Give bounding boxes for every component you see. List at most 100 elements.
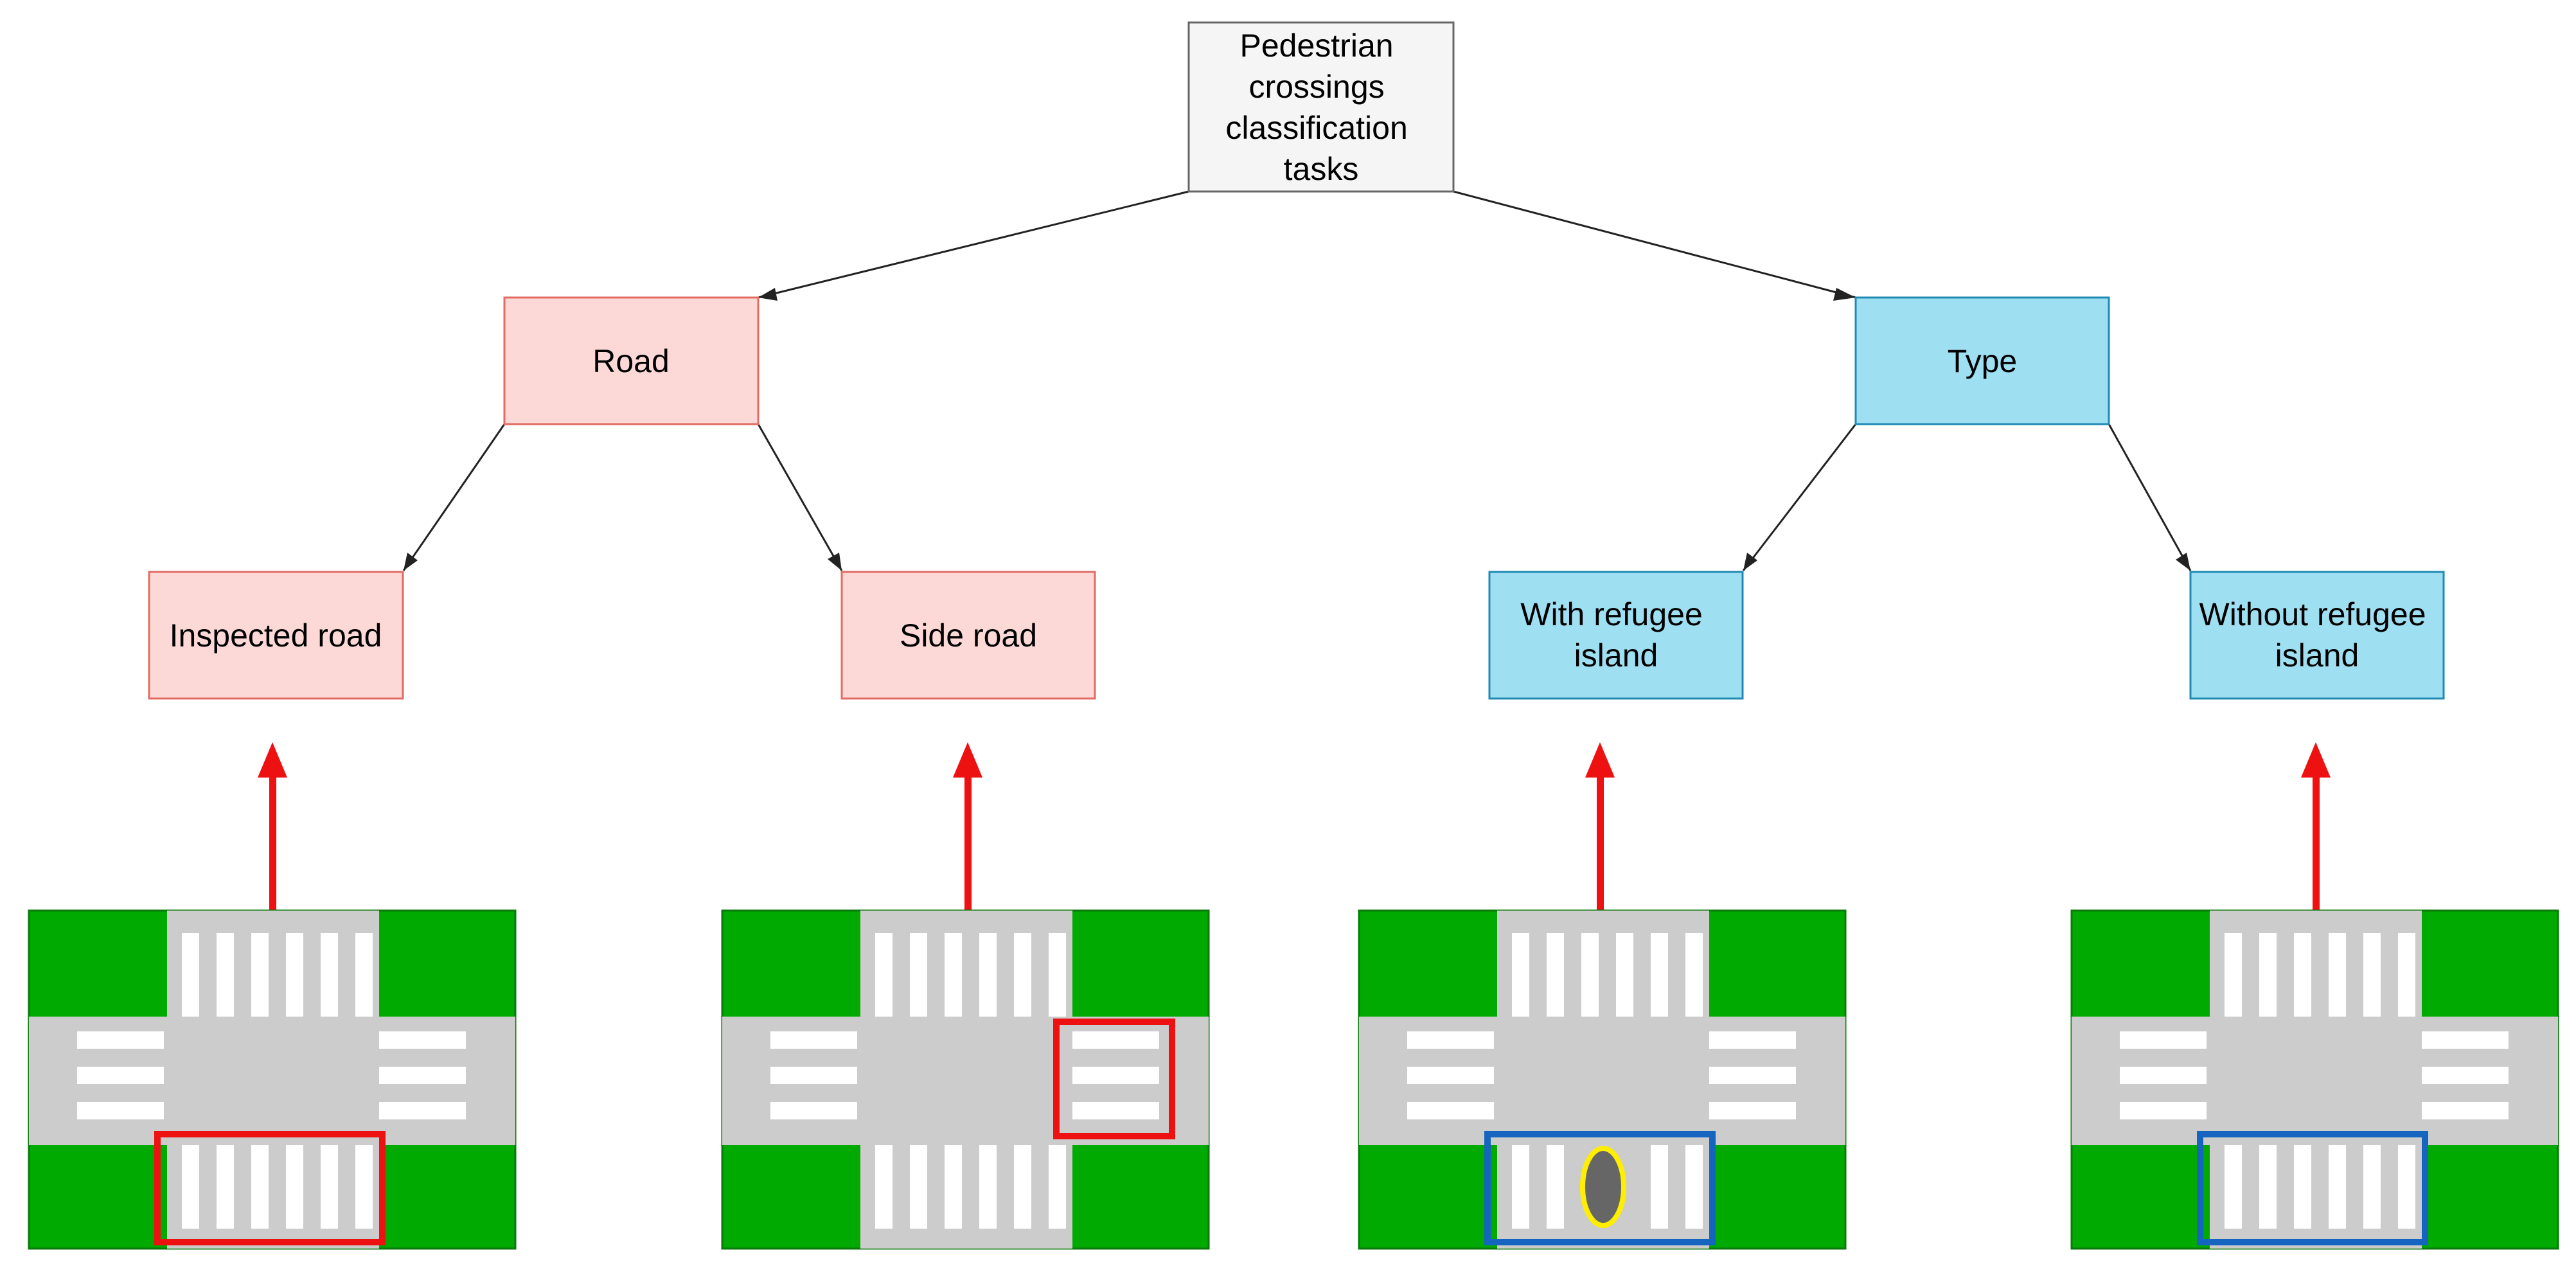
zebra-stripe-left [77, 1031, 164, 1049]
zebra-stripe-left [1407, 1067, 1494, 1084]
zebra-stripe-top [2363, 933, 2381, 1017]
connector-root-to-type [1453, 190, 1856, 299]
svg-text:Without refugee island: Without refugee island [2199, 596, 2435, 673]
connector-root-to-road [758, 190, 1189, 299]
zebra-stripe-left [770, 1102, 857, 1119]
red-arrow-4 [2301, 742, 2331, 911]
zebra-stripe-left [1407, 1031, 1494, 1049]
zebra-stripe-bottom [1512, 1145, 1529, 1229]
zebra-stripe-left [2120, 1031, 2207, 1049]
zebra-stripe-bottom [875, 1145, 893, 1229]
zebra-stripe-top [2294, 933, 2311, 1017]
zebra-stripe-top [2329, 933, 2346, 1017]
intersection-with-inspected-road-highlight-icon [28, 909, 517, 1250]
zebra-stripe-bottom [2294, 1145, 2311, 1229]
zebra-stripe-top [979, 933, 997, 1017]
zebra-stripe-top [910, 933, 927, 1017]
red-arrow-3 [1585, 742, 1615, 911]
category-node-road: Road [503, 296, 759, 425]
zebra-stripe-bottom [286, 1145, 303, 1229]
arrowhead-road [758, 288, 777, 301]
zebra-stripe-top [286, 933, 303, 1017]
zebra-stripe-left [77, 1067, 164, 1084]
zebra-stripe-bottom [321, 1145, 338, 1229]
zebra-stripe-top [2398, 933, 2415, 1017]
zebra-stripe-top [355, 933, 373, 1017]
category-node-type: Type [1854, 296, 2110, 425]
zebra-stripe-bottom [910, 1145, 927, 1229]
zebra-stripe-bottom [945, 1145, 962, 1229]
zebra-stripe-top [217, 933, 234, 1017]
zebra-stripe-top [2259, 933, 2277, 1017]
zebra-stripe-left [1407, 1102, 1494, 1119]
connector-type-to-with-island [1742, 423, 1857, 571]
zebra-stripe-right [379, 1067, 466, 1084]
zebra-stripe-top [1049, 933, 1066, 1017]
zebra-stripe-bottom [979, 1145, 997, 1229]
zebra-stripe-right [2422, 1067, 2509, 1084]
zebra-stripe-bottom [355, 1145, 373, 1229]
leaf-label-side-road: Side road [900, 618, 1037, 654]
leaf-node-side-road: Side road [840, 571, 1096, 700]
tree-connectors [402, 190, 2192, 571]
connector-arrowheads [404, 288, 2190, 571]
zebra-stripe-right [2422, 1031, 2509, 1049]
zebra-stripe-bottom [2398, 1145, 2415, 1229]
highlight-box [2197, 1131, 2428, 1245]
intersection-with-side-road-highlight-icon [721, 909, 1210, 1250]
leaf-label-inspected-road: Inspected road [170, 618, 382, 654]
zebra-stripe-top [1581, 933, 1599, 1017]
intersection-with-refugee-island-highlight-icon [1358, 909, 1847, 1250]
zebra-stripe-bottom [1014, 1145, 1031, 1229]
zebra-stripe-top [1616, 933, 1633, 1017]
refugee-island [1580, 1146, 1626, 1228]
leaf-label-with-island-line-2: island [1574, 637, 1658, 673]
root-label-line-1: Pedestrian [1240, 28, 1394, 64]
arrowhead-type [1833, 288, 1856, 301]
leaf-label-with-island-line-1: With refugee [1520, 596, 1702, 632]
zebra-stripe-right [1072, 1067, 1159, 1084]
root-label-line-2: crossings [1248, 69, 1384, 105]
intersection-without-refugee-island-highlight-icon [2070, 909, 2559, 1250]
zebra-stripe-bottom [217, 1145, 234, 1229]
root-label-line-4: tasks [1284, 151, 1359, 187]
arrowhead-without-island [2176, 553, 2190, 571]
zebra-stripe-top [321, 933, 338, 1017]
zebra-stripe-right [379, 1102, 466, 1119]
category-label-road: Road [592, 343, 670, 379]
zebra-stripe-top [1512, 933, 1529, 1017]
leaf-node-without-refugee-island: Without refugee island [2189, 571, 2445, 700]
zebra-stripe-left [2120, 1102, 2207, 1119]
example-arrows [258, 742, 2331, 911]
category-label-type: Type [1948, 343, 2017, 379]
zebra-stripe-right [1709, 1067, 1796, 1084]
connector-road-to-inspected [402, 423, 506, 571]
zebra-stripe-left [2120, 1067, 2207, 1084]
zebra-stripe-bottom [1547, 1145, 1564, 1229]
zebra-stripe-bottom [2259, 1145, 2277, 1229]
zebra-stripe-top [945, 933, 962, 1017]
zebra-stripe-right [2422, 1102, 2509, 1119]
zebra-stripe-bottom [251, 1145, 269, 1229]
leaf-label-without-island-line-1: Without refugee [2199, 596, 2426, 632]
zebra-stripe-top [1547, 933, 1564, 1017]
zebra-stripe-left [770, 1067, 857, 1084]
root-label-line-3: classification [1225, 110, 1407, 146]
leaf-label-without-island-line-2: island [2275, 637, 2359, 673]
zebra-stripe-top [182, 933, 199, 1017]
red-arrow-1 [258, 742, 287, 911]
highlight-box [154, 1131, 386, 1245]
zebra-stripe-right [1709, 1031, 1796, 1049]
zebra-stripe-top [1014, 933, 1031, 1017]
highlight-box [1484, 1131, 1716, 1245]
svg-text:Pedestrian crossings: Pedestrian crossings classification task… [1225, 28, 1416, 187]
zebra-stripe-top [2225, 933, 2242, 1017]
zebra-stripe-right [379, 1031, 466, 1049]
connector-type-to-without-island [2108, 423, 2192, 571]
arrowhead-inspected [404, 553, 418, 571]
zebra-stripe-top [1651, 933, 1668, 1017]
red-arrow-2 [953, 742, 982, 911]
zebra-stripe-bottom [1049, 1145, 1066, 1229]
leaf-node-inspected-road: Inspected road [148, 571, 404, 700]
